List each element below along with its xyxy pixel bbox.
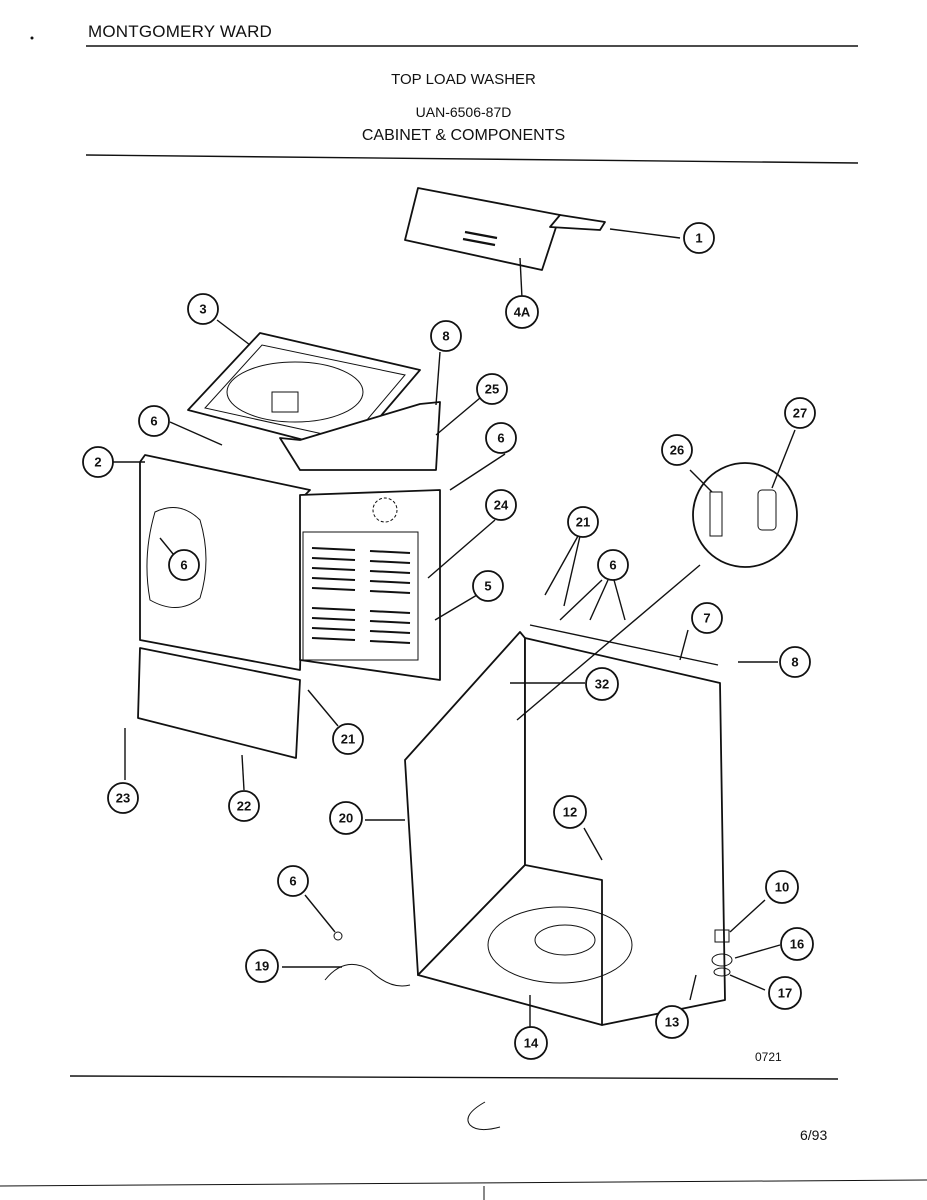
callout-24: 24 [485,489,517,521]
svg-text:23: 23 [116,791,130,806]
hose-clamp-part [282,894,411,987]
revision-date: 6/93 [800,1127,828,1143]
callout-21-a: 21 [567,506,599,538]
callout-6-a: 6 [138,405,170,437]
drawing-number: 0721 [755,1050,782,1064]
control-panel-part [404,187,681,299]
svg-text:4A: 4A [514,305,531,320]
svg-text:8: 8 [442,329,449,344]
callout-23: 23 [107,782,139,814]
lower-panel-part [124,647,339,791]
brand-name: MONTGOMERY WARD [88,22,273,41]
callout-14: 14 [514,1026,548,1060]
svg-text:6: 6 [289,874,296,889]
scan-dot [30,36,34,40]
callout-8-right: 8 [779,646,811,678]
callout-20: 20 [329,801,363,835]
leveling-leg-part [711,899,781,991]
callout-6-c: 6 [168,549,200,581]
svg-text:21: 21 [341,732,355,747]
svg-text:6: 6 [150,414,157,429]
callout-1: 1 [683,222,715,254]
svg-text:32: 32 [595,677,609,692]
svg-text:8: 8 [791,655,798,670]
section-title: CABINET & COMPONENTS [361,127,566,144]
back-panel-part [279,351,481,471]
svg-text:7: 7 [703,611,710,626]
header-rule-bottom [85,154,859,164]
callout-6-e: 6 [277,865,309,897]
svg-text:6: 6 [609,558,616,573]
cabinet-body-part [365,564,726,1026]
svg-text:1: 1 [695,231,702,246]
callout-26: 26 [661,434,693,466]
callout-5: 5 [472,570,504,602]
louver-grille [311,547,411,644]
callout-17: 17 [768,976,802,1010]
callout-10: 10 [765,870,799,904]
svg-text:21: 21 [576,515,590,530]
rear-panel-part [299,489,496,681]
model-number: UAN-6506-87D [415,104,512,120]
callout-2: 2 [82,446,114,478]
front-panel-part [112,454,311,671]
callout-7: 7 [691,602,723,634]
svg-text:20: 20 [339,811,353,826]
callout-8-top: 8 [430,320,462,352]
svg-text:5: 5 [484,579,491,594]
svg-text:22: 22 [237,799,251,814]
footer-rule-lower [0,1179,927,1187]
svg-text:6: 6 [180,558,187,573]
svg-text:12: 12 [563,805,577,820]
callout-22: 22 [228,790,260,822]
callout-4a: 4A [505,295,539,329]
callout-25: 25 [476,373,508,405]
callout-21-b: 21 [332,723,364,755]
footer-rule-upper [69,1075,839,1080]
svg-text:2: 2 [94,455,101,470]
callout-19: 19 [245,949,279,983]
svg-text:25: 25 [485,382,499,397]
callout-3: 3 [187,293,219,325]
svg-text:10: 10 [775,880,789,895]
callout-16: 16 [780,927,814,961]
svg-text:17: 17 [778,986,792,1001]
callout-12: 12 [553,795,587,829]
capacitor-detail [689,429,798,568]
document-title: TOP LOAD WASHER [391,71,536,88]
callout-6-d: 6 [597,549,629,581]
svg-text:27: 27 [793,406,807,421]
callout-6-b: 6 [485,422,517,454]
scan-scribble [467,1101,501,1131]
svg-text:6: 6 [497,431,504,446]
svg-text:14: 14 [524,1036,539,1051]
svg-text:19: 19 [255,959,269,974]
callout-13: 13 [655,1005,689,1039]
svg-text:16: 16 [790,937,804,952]
svg-text:3: 3 [199,302,206,317]
svg-text:26: 26 [670,443,684,458]
svg-text:24: 24 [494,498,509,513]
callout-27: 27 [784,397,816,429]
svg-text:13: 13 [665,1015,679,1030]
callout-32: 32 [585,667,619,701]
